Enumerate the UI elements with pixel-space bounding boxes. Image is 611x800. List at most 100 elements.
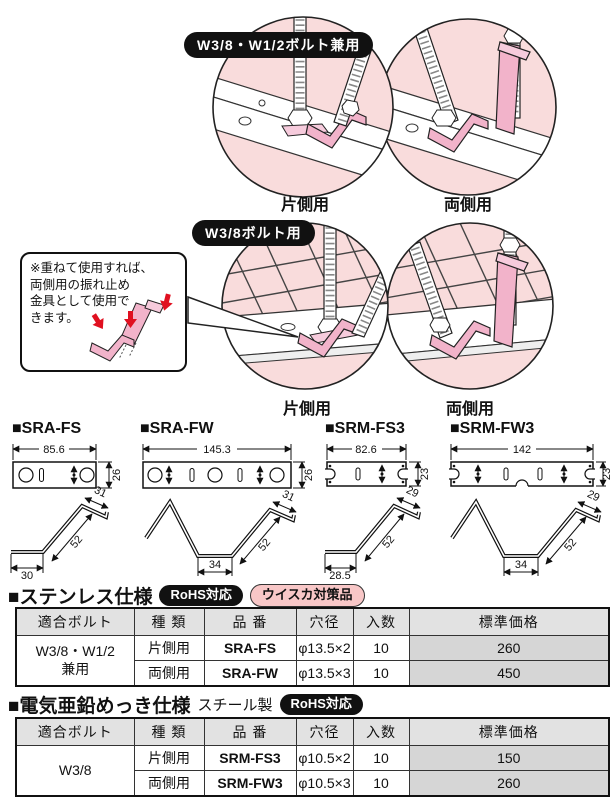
price-cell: 150 [408, 745, 610, 771]
table-header-row: 適合ボルト 種 類 品 番 穴径 入数 標準価格 [15, 717, 610, 746]
table-row: 両側用 SRM-FW3 φ10.5×3 10 260 [16, 770, 610, 797]
stacked-brackets-illustration [89, 293, 173, 362]
z-bracket [305, 109, 367, 149]
caption-single-side-top: 片側用 [280, 197, 329, 214]
tag-w38-bolt: W3/8ボルト用 [192, 220, 315, 246]
kind-cell: 両側用 [133, 770, 205, 797]
model-cell: SRA-FS [203, 635, 297, 661]
dim-height: 23 [601, 468, 611, 480]
dim-flange: 29 [585, 488, 601, 504]
strap-bracket [495, 41, 521, 135]
drawing-sra-fs: 85.6 26 30 52 31 [10, 443, 123, 580]
section-title-text: ■電気亜鉛めっき仕様 [8, 696, 191, 717]
kind-cell: 片側用 [133, 745, 205, 771]
kind-cell: 片側用 [133, 635, 205, 661]
price-cell: 450 [408, 660, 610, 687]
dim-base: 34 [209, 559, 221, 571]
bolt-cell: W3/8 [15, 745, 135, 797]
col-header-price: 標準価格 [408, 717, 610, 746]
dim-flange: 31 [92, 484, 108, 500]
part-title-srm-fs3: ■SRM-FS3 [325, 420, 405, 437]
top-view-plate [326, 461, 407, 487]
caption-both-side-mid: 両側用 [445, 401, 494, 418]
dim-width: 82.6 [355, 444, 376, 456]
qty-cell: 10 [352, 745, 410, 771]
dim-width: 142 [513, 444, 531, 456]
dim-width: 145.3 [203, 444, 231, 456]
col-header-hole: 穴径 [295, 717, 354, 746]
threaded-rod [323, 223, 337, 325]
dim-base: 34 [515, 559, 527, 571]
end-notch [449, 468, 460, 480]
table-row: W3/8 片側用 SRM-FS3 φ10.5×2 10 150 [15, 745, 610, 797]
table-header-row: 適合ボルト 種 類 品 番 穴径 入数 標準価格 [15, 607, 610, 636]
kind-cell: 両側用 [133, 660, 205, 687]
hex-nut [431, 109, 457, 127]
hole-cell: φ13.5×2 [295, 635, 354, 661]
galvanized-section-title: ■電気亜鉛めっき仕様 スチール製 RoHS対応 [8, 691, 363, 718]
qty-cell: 10 [352, 770, 410, 797]
hex-nut [341, 99, 360, 117]
part-title-srm-fw3: ■SRM-FW3 [450, 420, 535, 437]
drawing-srm-fs3: 82.6 23 28.5 52 29 [324, 443, 431, 580]
dim-width: 85.6 [43, 444, 64, 456]
strap-bracket [493, 252, 519, 348]
z-bracket [429, 320, 491, 360]
center-notch [515, 479, 529, 487]
dim-diagonal: 52 [380, 534, 397, 551]
z-bracket [89, 334, 135, 362]
usage-note-text: ※重ねて使用すれば、 両側用の振れ止め 金具として使用で きます。 [30, 261, 153, 325]
dim-flange: 31 [280, 488, 296, 504]
end-notch [325, 468, 336, 480]
col-header-qty: 入数 [352, 607, 410, 636]
hole-cell: φ13.5×3 [295, 660, 354, 687]
dim-diagonal: 52 [68, 534, 85, 551]
drawing-srm-fw3: 142 23 34 52 29 [449, 443, 611, 576]
hole-cell: φ10.5×2 [295, 745, 354, 771]
rohs-badge: RoHS対応 [159, 585, 243, 606]
dim-diagonal: 52 [256, 537, 273, 554]
price-cell: 260 [408, 770, 610, 797]
stainless-section-title: ■ステンレス仕様 RoHS対応 ウイスカ対策品 [8, 582, 365, 609]
dim-diagonal: 52 [562, 537, 579, 554]
dim-height: 26 [111, 469, 123, 481]
photo-single-side-mid [222, 223, 388, 389]
col-header-model: 品 番 [203, 607, 297, 636]
hole-cell: φ10.5×3 [295, 770, 354, 797]
price-cell: 260 [408, 635, 610, 661]
col-header-hole: 穴径 [295, 607, 354, 636]
dim-flange: 29 [404, 484, 420, 500]
photo-both-side-mid [387, 223, 553, 389]
rohs-badge: RoHS対応 [279, 694, 363, 715]
profile-z [325, 503, 421, 554]
tag-w38-w12-bolt: W3/8・W1/2ボルト兼用 [184, 32, 374, 58]
model-cell: SRM-FS3 [203, 745, 297, 771]
photo-both-side-top [380, 19, 556, 195]
dim-base: 30 [21, 570, 33, 580]
dim-height: 23 [419, 468, 431, 480]
profile-z [11, 503, 109, 554]
col-header-bolt: 適合ボルト [15, 717, 135, 746]
hex-nut [499, 237, 521, 253]
table-row: 両側用 SRA-FW φ13.5×3 10 450 [16, 660, 610, 687]
qty-cell: 10 [352, 660, 410, 687]
hex-nut [429, 317, 451, 333]
usage-note-box: ※重ねて使用すれば、 両側用の振れ止め 金具として使用で きます。 [20, 252, 187, 372]
mid-illustration [187, 222, 554, 390]
z-bracket [427, 113, 489, 153]
qty-cell: 10 [352, 635, 410, 661]
drawing-sra-fw: 145.3 26 34 52 31 [142, 443, 314, 576]
caption-single-side-mid: 片側用 [282, 401, 331, 418]
section-title-text: ■ステンレス仕様 [8, 587, 153, 608]
part-title-sra-fw: ■SRA-FW [140, 420, 214, 437]
dim-base: 28.5 [329, 570, 350, 580]
col-header-kind: 種 類 [133, 717, 205, 746]
part-title-sra-fs: ■SRA-FS [12, 420, 82, 437]
dim-height: 26 [303, 469, 314, 481]
end-notch [584, 468, 595, 480]
red-arrow-icon [91, 293, 173, 330]
